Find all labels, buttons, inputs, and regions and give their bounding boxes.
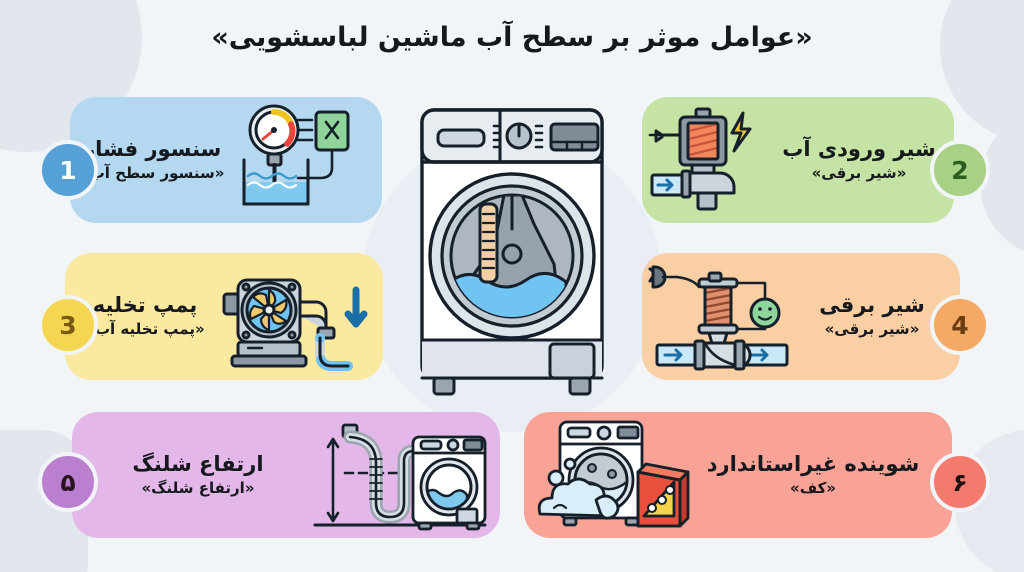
card-hose-height[interactable]: ارتفاع شلنگ «ارتفاع شلنگ» xyxy=(72,412,500,538)
card-pressure-sensor[interactable]: سنسور فشار «سنسور سطح آب» xyxy=(70,97,382,223)
hose-height-icon xyxy=(300,417,500,533)
card-title: شیر برقی xyxy=(819,293,925,318)
card-title: شوینده غیراستاندارد xyxy=(706,451,920,476)
detergent-foam-icon xyxy=(524,416,704,534)
card-number-badge[interactable]: ۵ xyxy=(38,452,98,512)
card-electric-valve[interactable]: شیر برقی «شیر برقی» xyxy=(642,253,960,380)
card-drain-pump[interactable]: پمپ تخلیه «پمپ تخلیه آب» xyxy=(65,253,383,380)
card-number-badge[interactable]: 4 xyxy=(930,295,990,355)
solenoid-inlet-valve-icon xyxy=(642,105,782,215)
drain-pump-icon xyxy=(211,258,383,376)
card-subtitle: «شیر برقی» xyxy=(811,163,907,182)
card-label: ارتفاع شلنگ «ارتفاع شلنگ» xyxy=(72,451,300,500)
card-subtitle: «پمپ تخلیه آب» xyxy=(85,320,205,339)
card-label: شوینده غیراستاندارد «کف» xyxy=(704,451,952,500)
card-number-badge[interactable]: ۶ xyxy=(930,452,990,512)
card-title: شیر ورودی آب xyxy=(782,136,936,161)
card-title: ارتفاع شلنگ xyxy=(132,451,264,476)
card-label: سنسور فشار «سنسور سطح آب» xyxy=(70,136,224,185)
card-subtitle: «شیر برقی» xyxy=(824,320,920,339)
card-subtitle: «ارتفاع شلنگ» xyxy=(141,478,255,497)
card-label: پمپ تخلیه «پمپ تخلیه آب» xyxy=(65,292,211,341)
card-water-inlet-valve[interactable]: شیر ورودی آب «شیر برقی» xyxy=(642,97,954,223)
card-title: پمپ تخلیه xyxy=(92,293,198,318)
card-number-badge[interactable]: 2 xyxy=(930,140,990,200)
card-number-badge[interactable]: 3 xyxy=(38,295,98,355)
washing-machine-illustration xyxy=(404,104,620,404)
card-label: شیر ورودی آب «شیر برقی» xyxy=(782,136,954,185)
pressure-gauge-icon xyxy=(224,104,382,216)
card-label: شیر برقی «شیر برقی» xyxy=(802,292,960,341)
electric-valve-coil-icon xyxy=(642,261,802,373)
card-number-badge[interactable]: 1 xyxy=(38,140,98,200)
card-subtitle: «سنسور سطح آب» xyxy=(80,163,225,182)
card-nonstandard-detergent[interactable]: شوینده غیراستاندارد «کف» xyxy=(524,412,952,538)
page-title: «عوامل موثر بر سطح آب ماشین لباسشویی» xyxy=(211,22,813,53)
card-subtitle: «کف» xyxy=(790,478,836,497)
card-title: سنسور فشار xyxy=(83,136,222,161)
